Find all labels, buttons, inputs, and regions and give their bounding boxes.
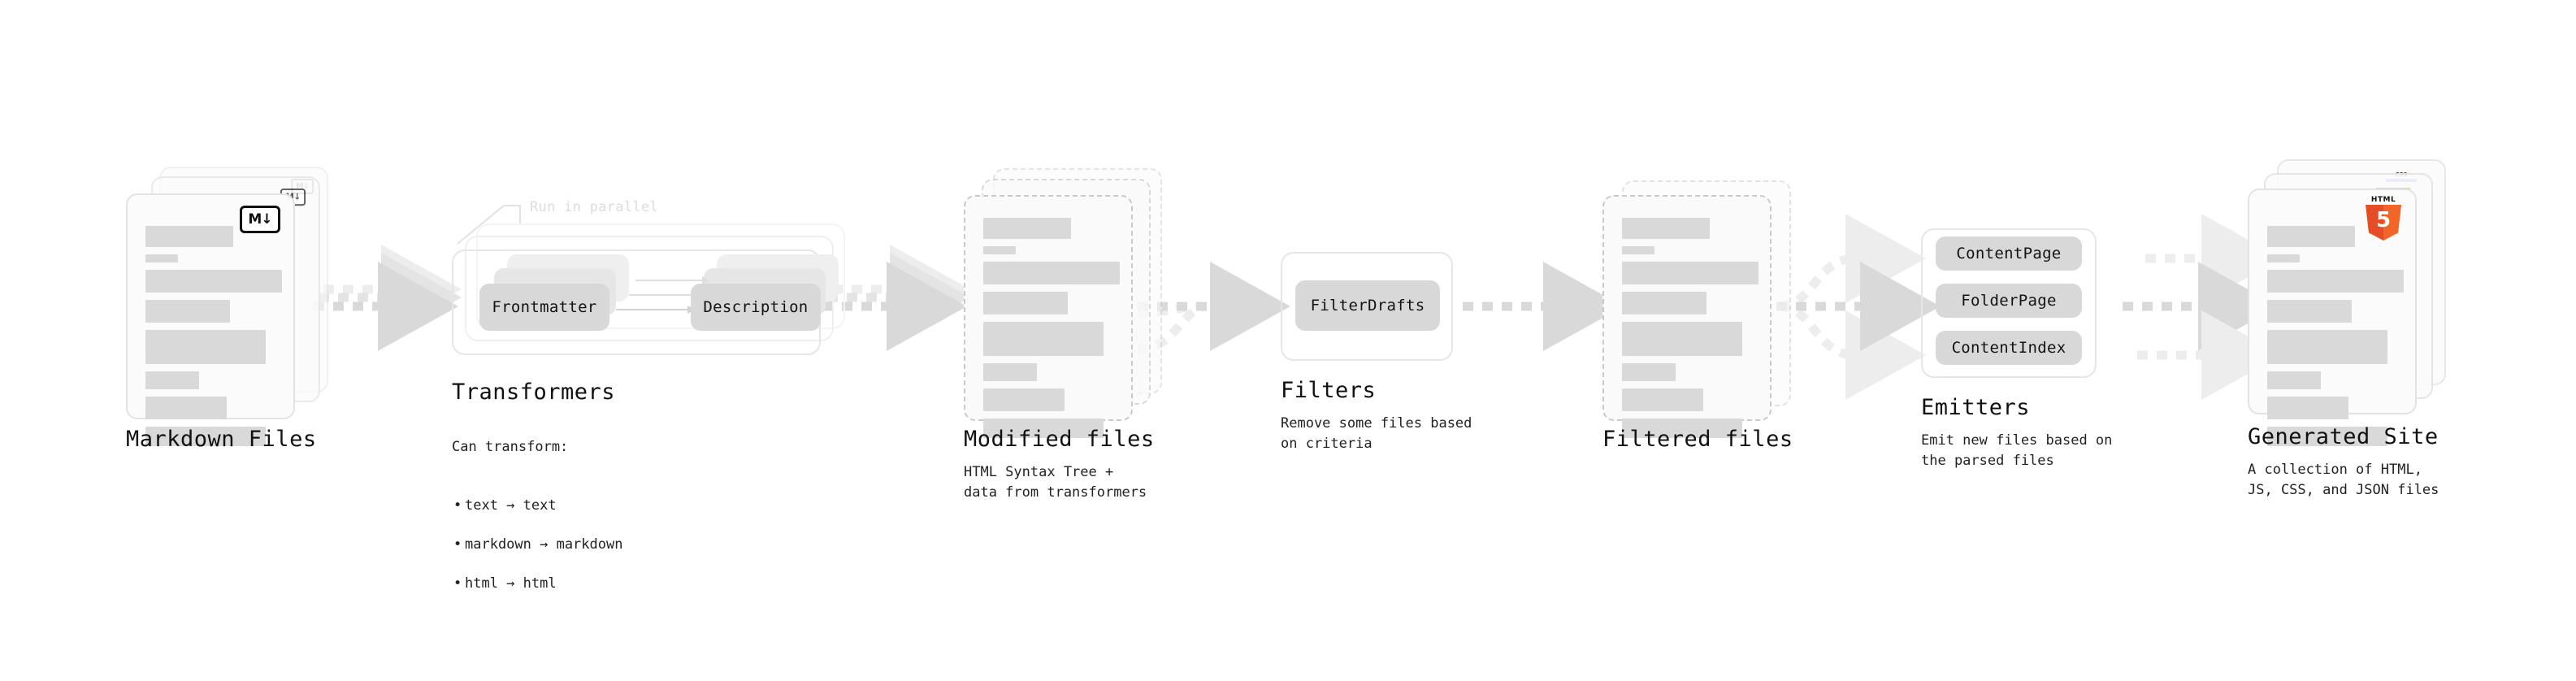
content-bar xyxy=(1622,262,1759,284)
content-bar xyxy=(983,246,1016,254)
emitters-panel[interactable] xyxy=(1921,228,2097,378)
content-bar xyxy=(145,397,227,419)
emitter-chip-contentpage[interactable]: ContentPage xyxy=(1936,236,2082,271)
caption-modified-files: Modified files HTML Syntax Tree + data f… xyxy=(964,427,1155,502)
content-bar xyxy=(2267,330,2387,364)
connector-emitters-to-site xyxy=(2123,214,2282,400)
content-bar xyxy=(1622,218,1710,239)
stage-title: Markdown Files xyxy=(126,427,317,452)
file-content-bars xyxy=(2267,226,2404,453)
filters-panel[interactable] xyxy=(1281,252,1453,361)
content-bar xyxy=(145,254,178,262)
content-bar xyxy=(145,300,230,323)
content-bar xyxy=(2267,270,2404,293)
filter-chip-filterdrafts[interactable]: FilterDrafts xyxy=(1295,280,1440,331)
file-content-bars xyxy=(983,218,1120,445)
emitter-chip-contentindex[interactable]: ContentIndex xyxy=(1936,331,2082,365)
markdown-file-card-front[interactable]: M↓ xyxy=(126,193,295,446)
caption-generated-site: Generated Site A collection of HTML, JS,… xyxy=(2248,424,2439,500)
run-in-parallel-label: Run in parallel xyxy=(530,199,659,215)
caption-markdown-files: Markdown Files xyxy=(126,427,317,453)
transform-lead: Can transform: xyxy=(452,438,569,455)
content-bar xyxy=(2267,300,2352,323)
content-bar xyxy=(983,363,1037,381)
content-bar xyxy=(2267,226,2355,247)
filtered-file-card-front[interactable] xyxy=(1602,195,1772,438)
caption-transformers: Transformers Can transform: text → text … xyxy=(452,380,622,633)
content-bar xyxy=(145,270,282,293)
content-bar xyxy=(145,226,233,247)
content-bar xyxy=(983,388,1065,411)
content-bar xyxy=(983,218,1071,239)
content-bar xyxy=(983,292,1068,314)
caption-filtered-files: Filtered files xyxy=(1602,427,1793,453)
stage-subtitle: Emit new files based on the parsed files xyxy=(1921,432,2113,469)
content-bar xyxy=(1622,388,1703,411)
content-bar xyxy=(1622,246,1654,254)
transform-bullet: html → html xyxy=(452,574,622,593)
stage-title: Generated Site xyxy=(2248,424,2439,449)
content-bar xyxy=(983,322,1104,356)
stage-title: Modified files xyxy=(964,427,1155,452)
content-bar xyxy=(1622,419,1742,438)
content-bar xyxy=(145,330,266,364)
content-bar xyxy=(2267,254,2300,262)
stage-subtitle: Can transform: text → text markdown → ma… xyxy=(452,417,622,632)
content-bar xyxy=(983,419,1104,438)
content-bar xyxy=(1622,322,1742,356)
content-bar xyxy=(2267,397,2348,419)
file-content-bars xyxy=(145,226,282,453)
transformer-chip-frontmatter[interactable]: Frontmatter xyxy=(479,284,609,331)
content-bar xyxy=(2267,427,2387,446)
transformer-inner-arrow-back xyxy=(635,276,709,284)
modified-file-card-front[interactable] xyxy=(964,195,1133,438)
stage-subtitle: A collection of HTML, JS, CSS, and JSON … xyxy=(2248,462,2439,498)
stage-subtitle: Remove some files based on criteria xyxy=(1281,415,1472,452)
content-bar xyxy=(2267,371,2321,389)
stage-title: Filtered files xyxy=(1602,427,1793,452)
file-content-bars xyxy=(1622,218,1759,445)
content-bar xyxy=(145,427,266,446)
emitter-chip-folderpage[interactable]: FolderPage xyxy=(1936,284,2082,318)
stage-title: Transformers xyxy=(452,380,616,405)
transform-bullet-list: text → text markdown → markdown html → h… xyxy=(452,476,622,614)
transformer-chip-description[interactable]: Description xyxy=(691,284,821,331)
site-file-card-front[interactable]: HTML 5 xyxy=(2248,189,2417,446)
transformer-layer-back xyxy=(476,223,845,329)
transform-bullet: text → text xyxy=(452,496,622,515)
content-bar xyxy=(983,262,1120,284)
caption-filters: Filters Remove some files based on crite… xyxy=(1281,378,1472,453)
stage-title: Filters xyxy=(1281,378,1377,403)
caption-emitters: Emitters Emit new files based on the par… xyxy=(1921,395,2112,471)
transform-bullet: markdown → markdown xyxy=(452,535,622,554)
stage-subtitle: HTML Syntax Tree + data from transformer… xyxy=(964,464,1147,501)
markdown-badge-icon: M↓ xyxy=(240,206,280,233)
html5-logo-icon: HTML 5 xyxy=(2363,197,2404,242)
transformer-inner-arrow-front xyxy=(616,306,695,314)
stage-title: Emitters xyxy=(1921,395,2031,420)
content-bar xyxy=(1622,292,1706,314)
content-bar xyxy=(1622,363,1676,381)
content-bar xyxy=(145,371,199,389)
